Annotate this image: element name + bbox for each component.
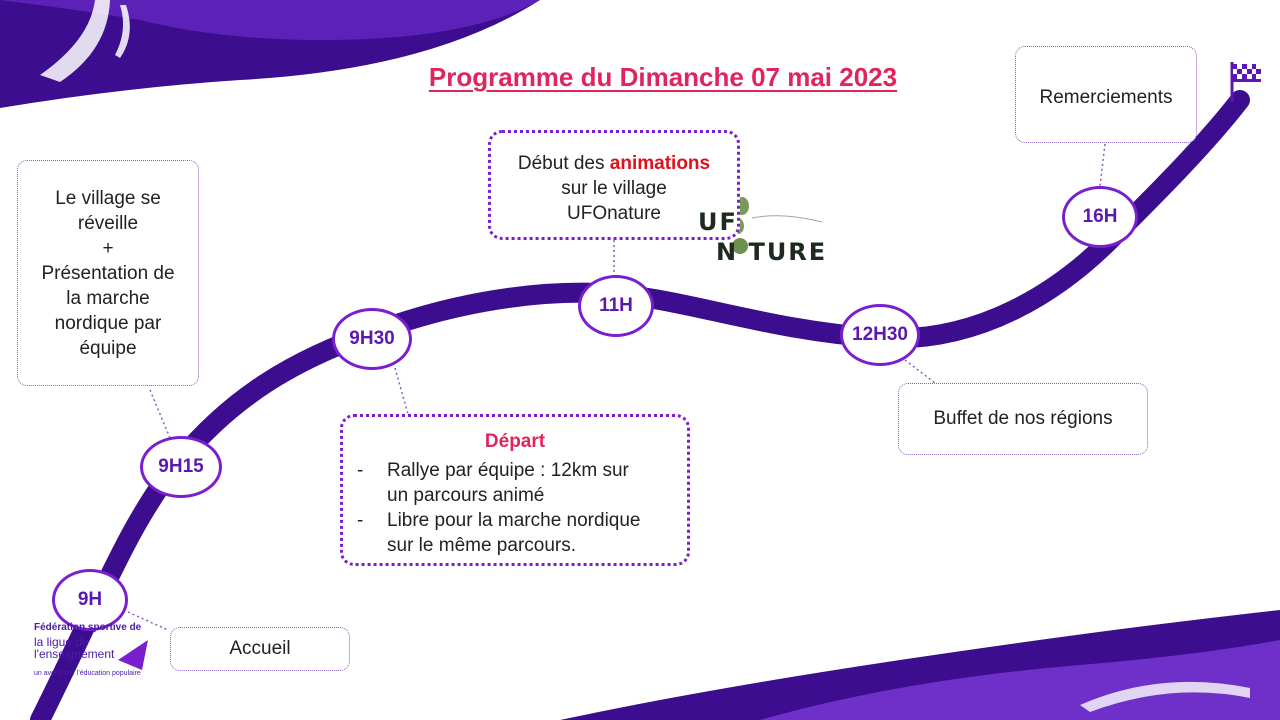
federation-logo-line: un avenir par l'éducation populaire: [34, 670, 141, 677]
village-line: équipe: [79, 338, 137, 359]
page-title: Programme du Dimanche 07 mai 2023: [428, 62, 898, 92]
depart-heading: Départ: [484, 431, 546, 452]
remerciements-box: Remerciements: [1015, 46, 1197, 143]
depart-item-line: Libre pour la marche nordique: [387, 510, 641, 531]
timeline-node: 12H30: [840, 304, 920, 366]
depart-list-item: Rallye par équipe : 12km sur un parcours…: [343, 458, 687, 508]
depart-item-line: sur le même parcours.: [387, 535, 577, 556]
depart-box: Départ Rallye par équipe : 12km sur un p…: [340, 414, 690, 566]
ufo-logo-line: UF: [698, 208, 738, 236]
village-line: nordique par: [54, 313, 162, 334]
depart-list: Rallye par équipe : 12km sur un parcours…: [343, 458, 687, 558]
timeline-node: 16H: [1062, 186, 1138, 248]
bottom-right-swoosh-highlight: [760, 640, 1280, 720]
depart-item-line: Rallye par équipe : 12km sur: [387, 460, 629, 481]
timeline-node: 9H: [52, 569, 128, 631]
village-line: +: [102, 238, 114, 259]
buffet-box: Buffet de nos régions: [898, 383, 1148, 455]
accueil-box: Accueil: [170, 627, 350, 671]
village-box: Le village se réveille + Présentation de…: [17, 160, 199, 386]
animations-highlight: animations: [609, 153, 711, 174]
depart-list-item: Libre pour la marche nordique sur le mêm…: [343, 508, 687, 558]
village-line: Le village se: [55, 188, 161, 209]
top-left-swoosh-highlight: [0, 0, 540, 40]
federation-logo-line: Fédération sportive de: [34, 622, 142, 633]
federation-logo: Fédération sportive de la ligue de l'ens…: [32, 620, 150, 686]
buffet-label: Buffet de nos régions: [933, 408, 1113, 429]
ufo-nature-logo: UF N TURE: [698, 206, 830, 272]
animations-box: Début des animations sur le village UFOn…: [488, 130, 740, 240]
timeline-node: 9H30: [332, 308, 412, 370]
village-line: réveille: [77, 213, 139, 234]
federation-logo-line: la ligue de l'enseignement: [34, 635, 115, 661]
village-line: la marche: [66, 288, 150, 309]
animations-pre: Début des: [517, 153, 610, 174]
remerciements-label: Remerciements: [1039, 87, 1173, 108]
top-left-white-swirl: [40, 0, 110, 82]
bottom-right-white-swirl: [1080, 681, 1250, 712]
connectors: [127, 143, 1106, 631]
accueil-label: Accueil: [229, 638, 291, 659]
depart-item-line: un parcours animé: [387, 485, 545, 506]
timeline-node: 11H: [578, 275, 654, 337]
animations-line: sur le village: [561, 178, 667, 199]
animations-line: UFOnature: [567, 203, 661, 224]
village-line: Présentation de: [41, 263, 175, 284]
federation-arrow-icon: [118, 640, 148, 670]
animations-line: Début des animations: [491, 151, 737, 176]
top-left-white-swirl-2: [115, 5, 130, 58]
checkered-flag-icon: [1230, 62, 1261, 102]
timeline-node: 9H15: [140, 436, 222, 498]
ufo-logo-line: N TURE: [716, 238, 828, 266]
